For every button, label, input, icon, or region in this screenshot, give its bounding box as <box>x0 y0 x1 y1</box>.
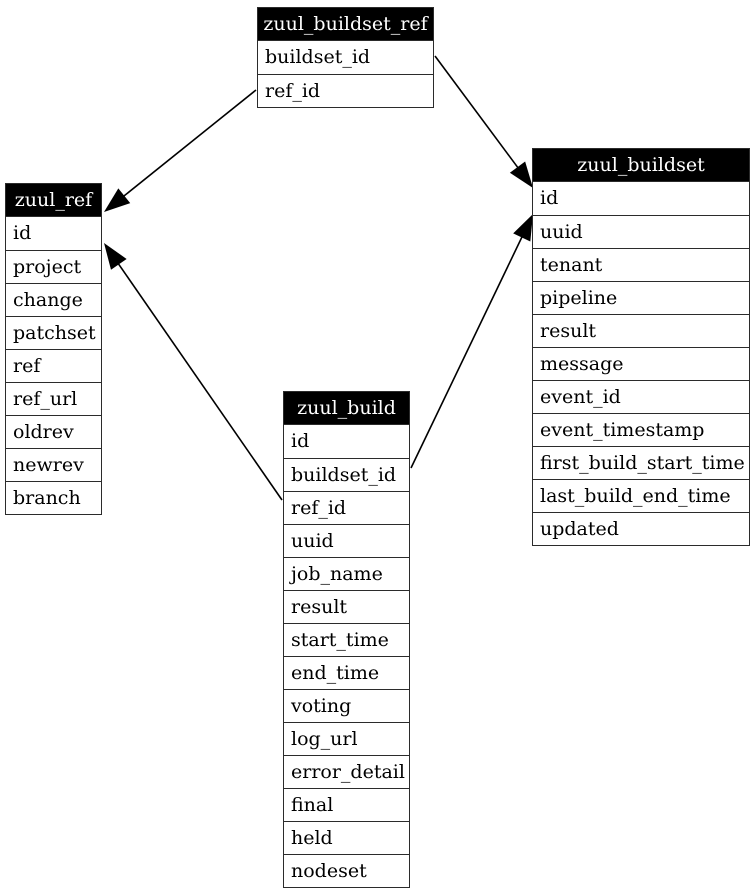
relationship-arrowhead <box>104 188 131 212</box>
relationship-arrowhead <box>509 161 533 188</box>
entity-title-zuul_build: zuul_build <box>284 392 409 425</box>
entity-title-zuul_buildset_ref: zuul_buildset_ref <box>258 8 433 41</box>
entity-field-zuul_build-error_detail[interactable]: error_detail <box>284 755 409 788</box>
relationship-build-to-buildset <box>410 214 533 469</box>
relationship-buildset_ref-to-buildset <box>434 55 533 188</box>
entity-field-zuul_build-final[interactable]: final <box>284 788 409 821</box>
entity-field-zuul_build-nodeset[interactable]: nodeset <box>284 854 409 887</box>
entity-field-zuul_buildset-event_timestamp[interactable]: event_timestamp <box>533 413 749 446</box>
entity-field-zuul_build-log_url[interactable]: log_url <box>284 722 409 755</box>
entity-field-zuul_build-held[interactable]: held <box>284 821 409 854</box>
entity-field-zuul_build-job_name[interactable]: job_name <box>284 557 409 590</box>
entity-field-zuul_buildset-event_id[interactable]: event_id <box>533 380 749 413</box>
relationship-line <box>410 228 527 469</box>
entity-field-zuul_ref-branch[interactable]: branch <box>6 481 101 514</box>
entity-field-zuul_buildset-updated[interactable]: updated <box>533 512 749 545</box>
entity-field-zuul_buildset-tenant[interactable]: tenant <box>533 248 749 281</box>
entity-field-zuul_build-result[interactable]: result <box>284 590 409 623</box>
entity-field-zuul_buildset-message[interactable]: message <box>533 347 749 380</box>
relationship-arrowhead <box>513 214 533 242</box>
entity-field-zuul_ref-project[interactable]: project <box>6 250 101 283</box>
entity-field-zuul_ref-patchset[interactable]: patchset <box>6 316 101 349</box>
entity-field-zuul_buildset-pipeline[interactable]: pipeline <box>533 281 749 314</box>
entity-field-zuul_buildset-last_build_end_time[interactable]: last_build_end_time <box>533 479 749 512</box>
entity-field-zuul_ref-change[interactable]: change <box>6 283 101 316</box>
entity-field-zuul_ref-id[interactable]: id <box>6 217 101 250</box>
entity-field-zuul_ref-newrev[interactable]: newrev <box>6 448 101 481</box>
entity-field-zuul_ref-ref[interactable]: ref <box>6 349 101 382</box>
entity-field-zuul_build-id[interactable]: id <box>284 425 409 458</box>
entity-field-zuul_build-start_time[interactable]: start_time <box>284 623 409 656</box>
entity-field-zuul_build-ref_id[interactable]: ref_id <box>284 491 409 524</box>
entity-field-zuul_buildset-id[interactable]: id <box>533 182 749 215</box>
relationship-buildset_ref-to-ref <box>104 89 257 212</box>
entity-field-zuul_buildset_ref-ref_id[interactable]: ref_id <box>258 74 433 107</box>
entity-field-zuul_buildset_ref-buildset_id[interactable]: buildset_id <box>258 41 433 74</box>
entity-field-zuul_buildset-uuid[interactable]: uuid <box>533 215 749 248</box>
relationship-line <box>434 55 525 176</box>
entity-field-zuul_build-buildset_id[interactable]: buildset_id <box>284 458 409 491</box>
relationship-line <box>116 89 257 203</box>
entity-field-zuul_build-end_time[interactable]: end_time <box>284 656 409 689</box>
relationship-line <box>112 255 283 501</box>
relationship-build-to-ref <box>104 243 283 501</box>
entity-field-zuul_buildset-result[interactable]: result <box>533 314 749 347</box>
entity-field-zuul_ref-ref_url[interactable]: ref_url <box>6 382 101 415</box>
entity-field-zuul_buildset-first_build_start_time[interactable]: first_build_start_time <box>533 446 749 479</box>
entity-title-zuul_ref: zuul_ref <box>6 184 101 217</box>
relationship-arrowhead <box>104 243 127 270</box>
entity-field-zuul_build-uuid[interactable]: uuid <box>284 524 409 557</box>
entity-field-zuul_ref-oldrev[interactable]: oldrev <box>6 415 101 448</box>
entity-field-zuul_build-voting[interactable]: voting <box>284 689 409 722</box>
entity-title-zuul_buildset: zuul_buildset <box>533 149 749 182</box>
